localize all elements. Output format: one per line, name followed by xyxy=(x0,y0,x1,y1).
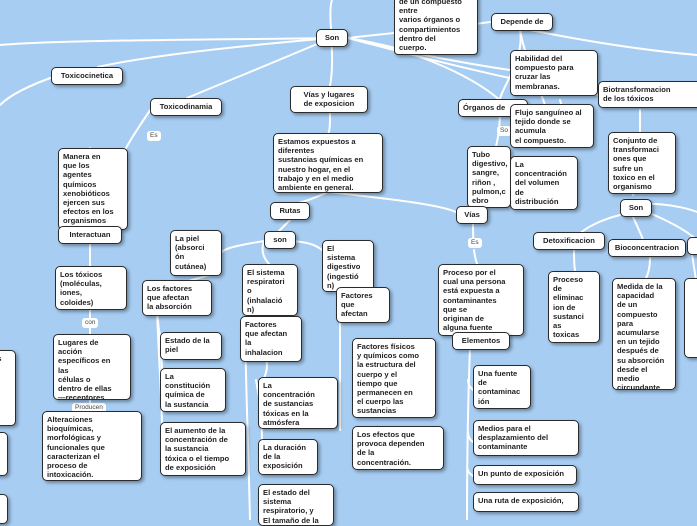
node-concentracion-atm[interactable]: La concentración de sustancias tóxicas e… xyxy=(258,377,338,429)
node-compuesto[interactable]: de un compuesto entre varios órganos o c… xyxy=(394,0,478,55)
node-vias[interactable]: Vías xyxy=(456,206,488,224)
node-conjunto[interactable]: Conjunto de transformaci ones que sufre … xyxy=(608,132,676,194)
node-toxicocinetica[interactable]: Toxicocinetica xyxy=(51,67,123,85)
node-ruta[interactable]: Una ruta de exposición, xyxy=(473,492,579,512)
node-manera[interactable]: Manera en que los agentes químicos xenob… xyxy=(58,148,128,230)
node-factores-absorcion[interactable]: Los factores que afectan la absorción xyxy=(142,280,212,316)
node-proceso-persona[interactable]: Proceso por el cual una persona está exp… xyxy=(438,264,524,336)
node-flujo[interactable]: Flujo sanguíneo al tejido donde se acumu… xyxy=(510,104,594,148)
node-edge-left-b[interactable] xyxy=(0,432,8,476)
node-habilidad[interactable]: Habilidad del compuesto para cruzar las … xyxy=(510,50,598,96)
label-con: con xyxy=(82,318,99,328)
node-elementos[interactable]: Elementos xyxy=(452,332,510,350)
node-estado-piel[interactable]: Estado de la piel xyxy=(160,332,222,360)
node-factores-inhalacion[interactable]: Factores que afectan la inhalacion xyxy=(240,316,302,362)
node-edge-right-b[interactable] xyxy=(684,278,697,358)
node-interactuan[interactable]: Interactuan xyxy=(58,226,122,244)
node-detoxificacion[interactable]: Detoxificacion xyxy=(533,232,605,250)
node-son-right[interactable]: Son xyxy=(620,199,652,217)
label-es-right: Es xyxy=(468,238,482,248)
node-constitucion[interactable]: La constitución química de la sustancia xyxy=(160,368,226,412)
node-concentracion-vol[interactable]: La concentración del volumen de distribu… xyxy=(510,156,578,210)
node-estamos[interactable]: Estamos expuestos a diferentes sustancia… xyxy=(273,133,383,193)
node-bioconcentracion[interactable]: Bioconcentracion xyxy=(608,239,686,257)
node-toxicodinamia[interactable]: Toxicodinamia xyxy=(150,98,222,116)
node-son-mid[interactable]: son xyxy=(264,231,296,249)
node-edge-left-a[interactable]: as xyxy=(0,350,16,426)
node-medida[interactable]: Medida de la capacidad de un compuesto p… xyxy=(612,278,676,390)
node-digestivo[interactable]: El sistema digestivo (ingestió n) xyxy=(322,240,374,292)
node-depende-de[interactable]: Depende de xyxy=(491,13,553,31)
node-vias-lugares[interactable]: Vías y lugares de exposicion xyxy=(290,86,368,113)
label-producen: Producen xyxy=(72,403,106,413)
node-fuente[interactable]: Una fuente de contaminac ión xyxy=(473,365,531,409)
node-estado-sistema[interactable]: El estado del sistema respiratorio, y El… xyxy=(258,484,334,526)
node-respiratorio[interactable]: El sistema respiratori o (inhalació n) xyxy=(242,264,298,316)
node-proceso-eliminacion[interactable]: Proceso de eliminac ion de sustanci as t… xyxy=(548,271,600,343)
node-efectos[interactable]: Los efectos que provoca dependen de la c… xyxy=(352,426,444,470)
node-aumento[interactable]: El aumento de la concentración de la sus… xyxy=(160,422,246,476)
node-son-top[interactable]: Son xyxy=(316,29,348,47)
node-edge-right-a[interactable] xyxy=(687,237,697,255)
node-lugares[interactable]: Lugares de acción específicos en las cél… xyxy=(53,334,131,400)
node-tubo[interactable]: Tubo digestivo, sangre, riñon , pulmon,c… xyxy=(467,146,511,208)
node-punto[interactable]: Un punto de exposición xyxy=(473,465,577,485)
node-medios[interactable]: Medios para el desplazamiento del contam… xyxy=(473,420,579,456)
node-piel[interactable]: La piel (absorci ón cutánea) xyxy=(170,230,222,276)
node-toxicos[interactable]: Los tóxicos (moléculas, iones, coloides) xyxy=(55,266,127,310)
label-so-mid: So xyxy=(497,126,511,136)
node-biotransformacion[interactable]: Biotransformacion de los tóxicos xyxy=(598,81,697,108)
node-factores-fisicos[interactable]: Factores físicos y químicos como la estr… xyxy=(352,338,436,418)
node-factores-afectan[interactable]: Factores que afectan xyxy=(336,287,390,323)
node-duracion[interactable]: La duración de la exposición xyxy=(258,439,318,475)
label-es-left: Es xyxy=(147,131,161,141)
node-rutas[interactable]: Rutas xyxy=(270,202,310,220)
node-alteraciones[interactable]: Alteraciones bioquímicas, morfológicas y… xyxy=(42,411,142,481)
